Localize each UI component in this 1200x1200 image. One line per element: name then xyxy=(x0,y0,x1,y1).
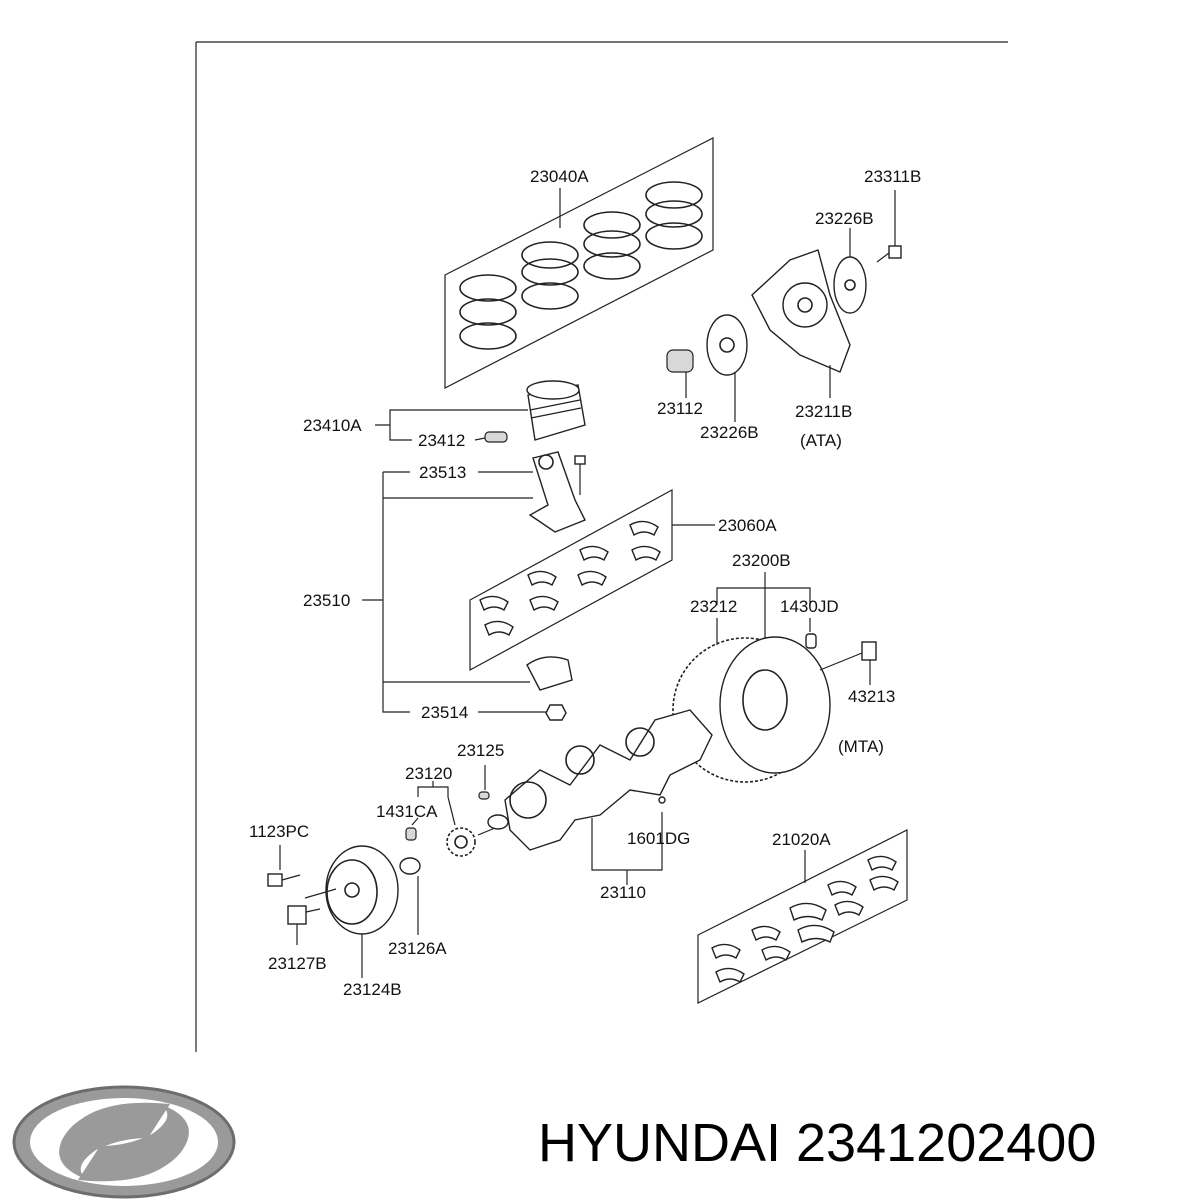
label-1123pc: 1123PC xyxy=(249,822,309,841)
label-23513: 23513 xyxy=(419,463,466,482)
label-23127b: 23127B xyxy=(268,954,327,973)
label-43213: 43213 xyxy=(848,687,895,706)
label-23412: 23412 xyxy=(418,431,465,450)
front-pulley-assembly xyxy=(267,781,496,978)
label-23410a: 23410A xyxy=(303,416,362,435)
main-bearings-panel xyxy=(697,829,908,1004)
brand-part-title: HYUNDAI 2341202400 xyxy=(538,1113,1096,1173)
label-1431ca: 1431CA xyxy=(376,802,438,821)
label-23120: 23120 xyxy=(405,764,452,783)
label-1430jd: 1430JD xyxy=(780,597,839,616)
crankshaft xyxy=(478,709,713,885)
label-23211b: 23211B xyxy=(795,402,852,421)
label-23124b: 23124B xyxy=(343,980,402,999)
label-23510: 23510 xyxy=(303,591,350,610)
label-23226b-bottom: 23226B xyxy=(700,423,759,442)
label-23040a: 23040A xyxy=(530,167,589,186)
drive-plate-assembly xyxy=(666,190,902,422)
label-23110: 23110 xyxy=(600,883,646,902)
label-23112: 23112 xyxy=(657,399,703,418)
label-23514: 23514 xyxy=(421,703,468,722)
piston-assembly xyxy=(375,380,586,443)
rod-bearings-panel xyxy=(469,488,715,672)
connecting-rod xyxy=(362,451,586,721)
label-23311b: 23311B xyxy=(864,167,921,186)
piston-rings-panel xyxy=(444,137,714,389)
label-23125: 23125 xyxy=(457,741,504,760)
label-21020a: 21020A xyxy=(772,830,831,849)
label-ata: (ATA) xyxy=(800,431,842,450)
label-23060a: 23060A xyxy=(718,516,777,535)
label-mta: (MTA) xyxy=(838,737,884,756)
hyundai-logo-icon xyxy=(12,1085,236,1199)
flywheel-assembly xyxy=(672,572,877,783)
label-23226b-top: 23226B xyxy=(815,209,874,228)
label-23212: 23212 xyxy=(690,597,737,616)
label-23200b: 23200B xyxy=(732,551,791,570)
label-23126a: 23126A xyxy=(388,939,447,958)
label-1601dg: 1601DG xyxy=(627,829,690,848)
